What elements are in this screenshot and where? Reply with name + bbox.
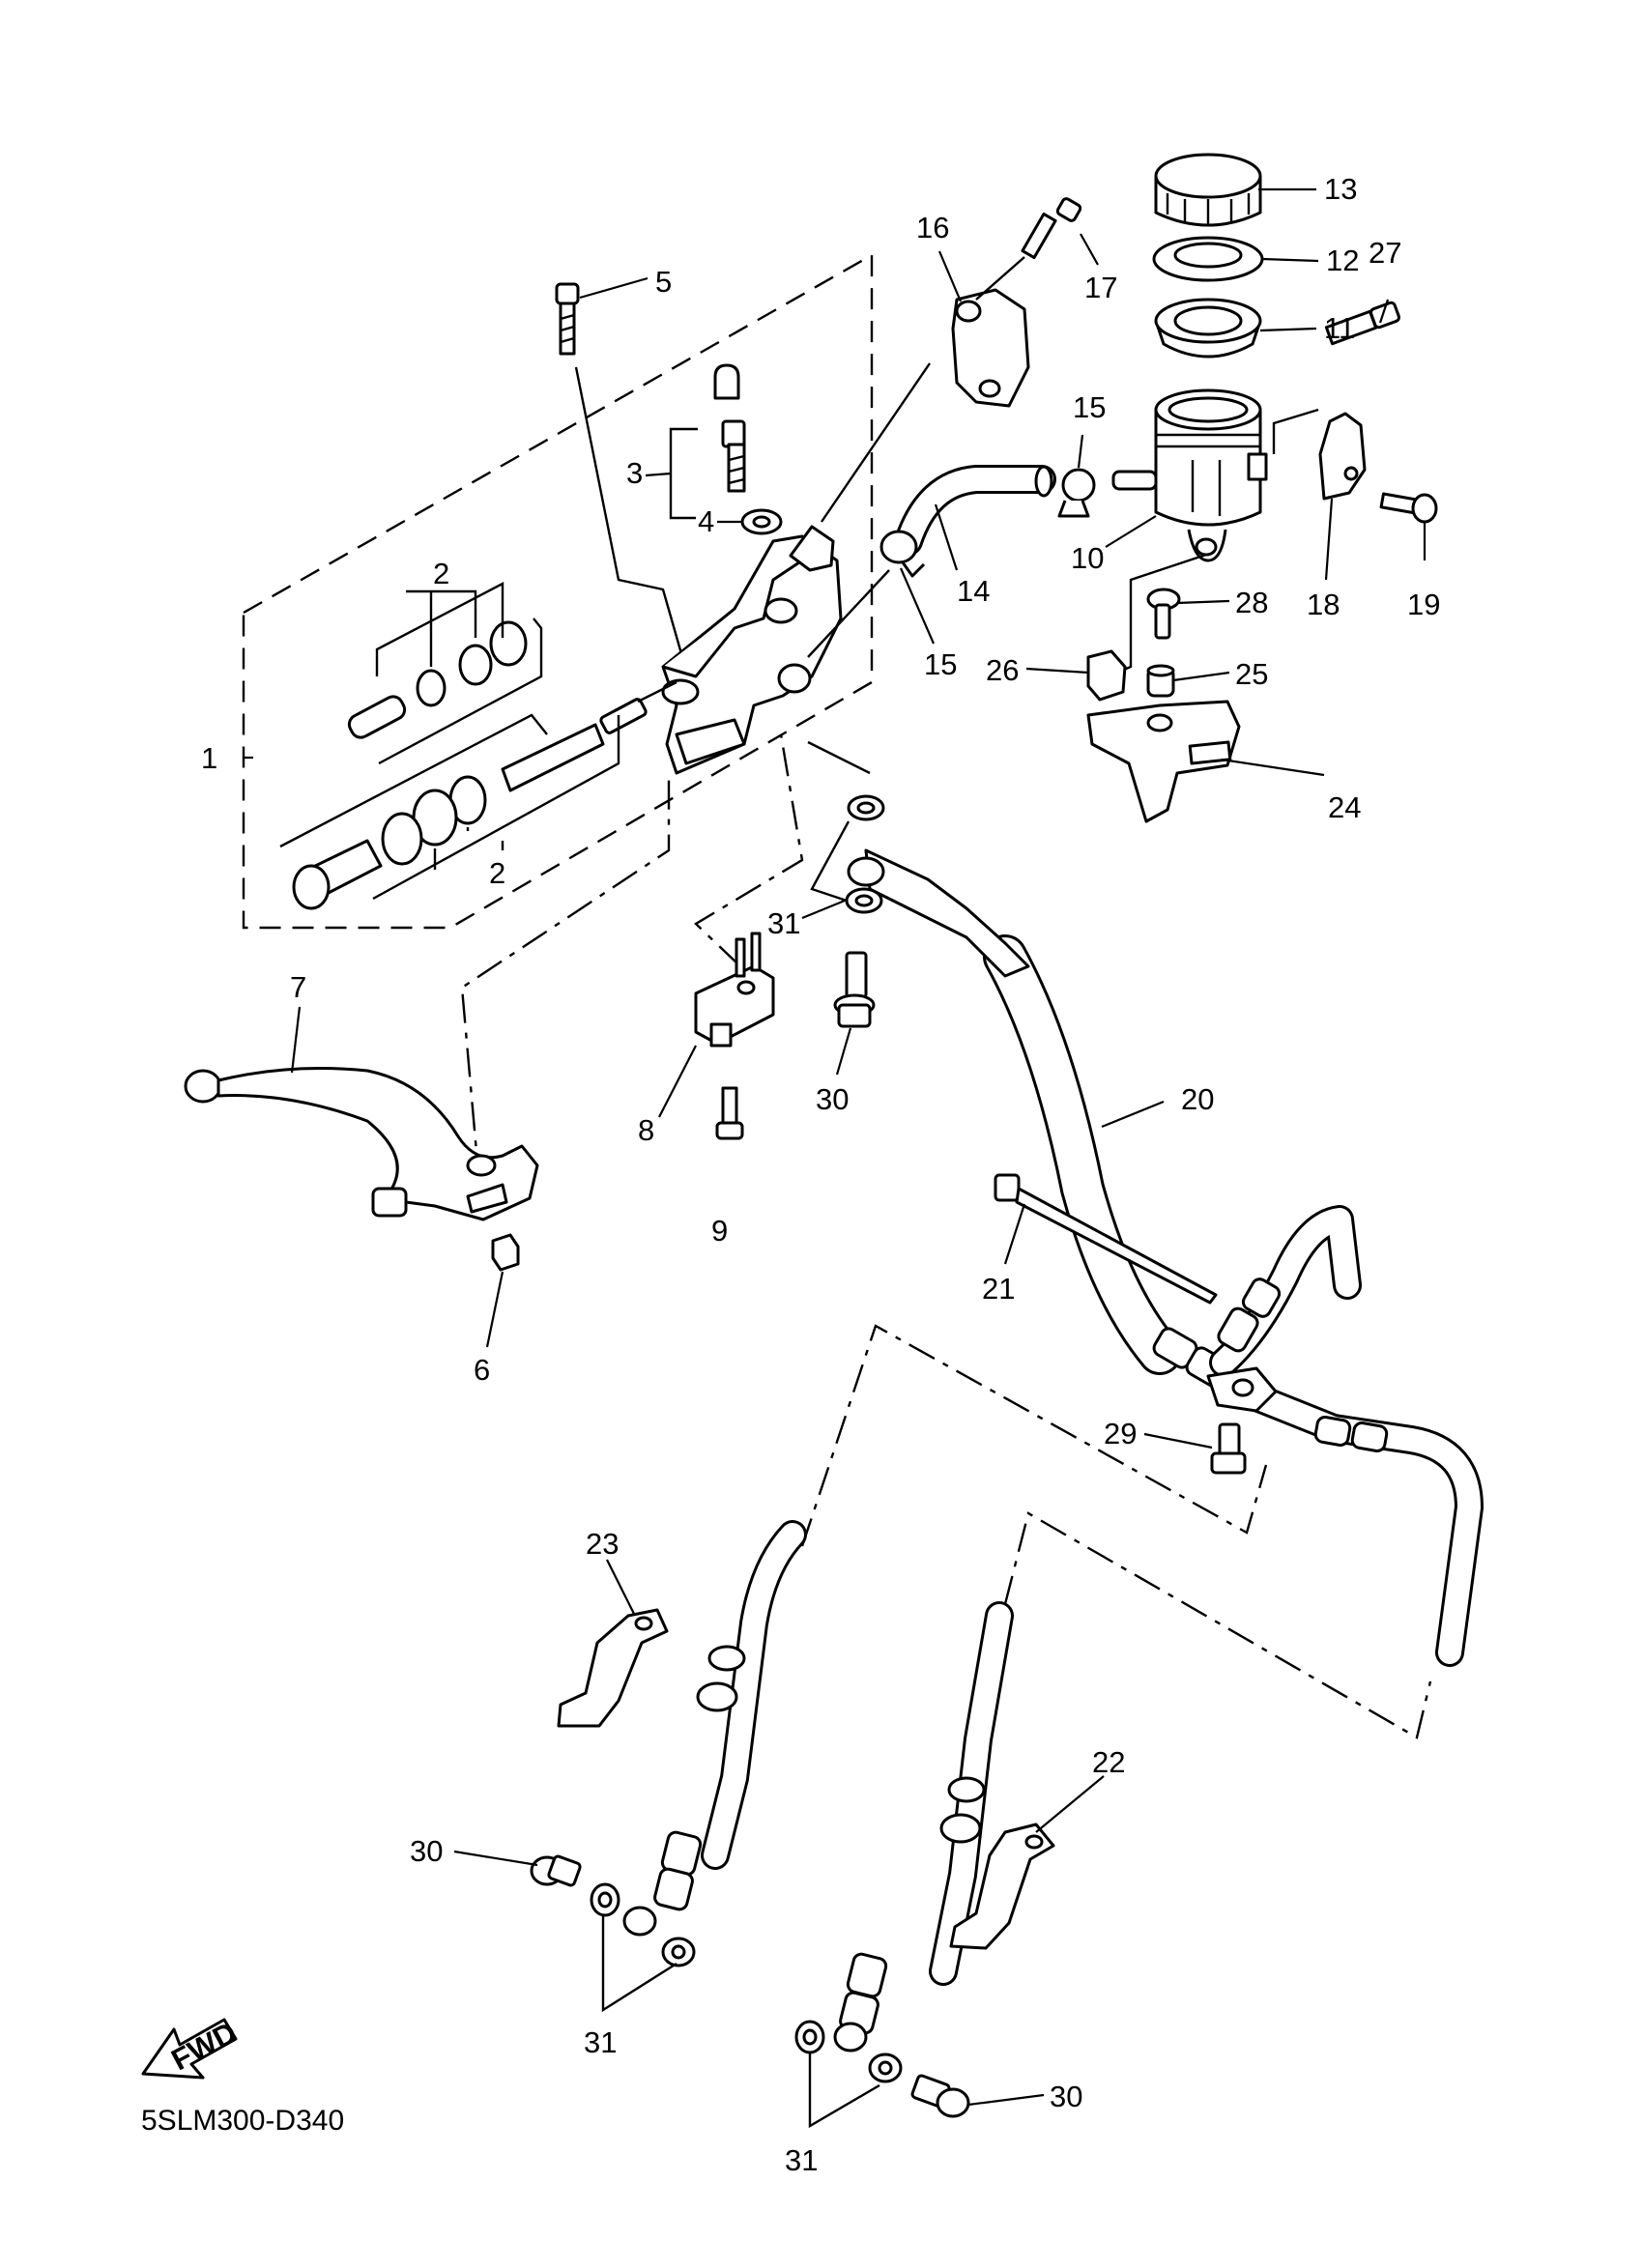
part-8-brake-switch [694,932,775,1048]
callout-31-upper: 31 [767,906,800,940]
callout-30-upper: 30 [816,1082,849,1116]
master-cylinder-body [661,525,843,775]
part-3-bleeder-valve [669,363,746,520]
callout-28: 28 [1235,586,1268,619]
part-26-clip [1086,649,1127,702]
callout-7: 7 [290,970,306,1004]
callout-31-left: 31 [584,2025,617,2059]
callout-8: 8 [638,1113,654,1147]
part-4-washer [740,508,783,535]
part-17-bolt [975,197,1082,301]
callout-30-right: 30 [1050,2080,1082,2113]
part-2-piston-assembly [279,680,677,910]
link-line-right [1003,1511,1432,1739]
callout-20: 20 [1181,1082,1214,1116]
part-6-nut [491,1233,520,1272]
part-5-bolt [555,282,580,356]
part-30-union-bolt-right [910,2074,970,2118]
brake-hose-left-lower [622,1520,807,1937]
part-12-plate [1152,236,1264,282]
part-14-reservoir-hose [894,465,1056,556]
master-cylinder-kit-boundary [242,252,874,930]
callout-17: 17 [1084,271,1117,304]
part-15-clamp-lower [879,530,926,578]
callout-22: 22 [1092,1745,1125,1779]
brake-hose-branch-upper [1209,1205,1362,1377]
hose-joint-bracket [1206,1366,1278,1413]
drawing-code: 5SLM300-D340 [141,2105,344,2137]
part-31-washer-upper-b [845,887,883,914]
callout-14: 14 [957,574,990,608]
part-31-washer-left-b [661,1937,696,1967]
callout-19: 19 [1407,588,1440,621]
part-2-seals-upper [347,582,543,765]
part-9-screw [715,1086,744,1140]
part-10-reservoir-tank [1111,388,1268,562]
callout-4: 4 [698,504,714,538]
part-19-bolt [1379,492,1438,524]
link-line-switch [694,733,804,967]
part-22-hose-clamp [949,1823,1055,1950]
callout-11: 11 [1324,311,1355,345]
callout-9: 9 [711,1214,728,1248]
part-31-washer-right-b [868,2053,903,2083]
part-16-holder [821,288,1030,523]
callout-2-lower: 2 [489,856,505,890]
part-30-union-bolt-upper [833,951,876,1028]
callout-27: 27 [1369,236,1401,270]
callout-12: 12 [1326,244,1359,277]
part-20-brake-hose [847,848,1231,1389]
brake-hose-branch-right [1242,1383,1484,1667]
callout-26: 26 [986,653,1019,687]
part-13-reservoir-cap [1154,153,1262,227]
callout-13: 13 [1324,172,1357,206]
part-7-brake-lever [184,1067,539,1221]
part-28-screw [1146,588,1181,640]
callout-24: 24 [1328,790,1361,824]
callout-2-upper: 2 [433,557,449,590]
callout-29: 29 [1104,1417,1137,1450]
part-31-washer-left-a [590,1882,620,1917]
callout-21: 21 [982,1272,1015,1306]
callout-31-right: 31 [785,2143,818,2177]
part-15-clamp-upper [1057,468,1096,518]
callout-25: 25 [1235,657,1268,691]
part-25-collar [1146,664,1175,698]
part-18-bracket [1318,412,1367,501]
fwd-badge: FWD [166,2015,243,2077]
part-27-bolt [1324,301,1401,346]
part-21-cable-tie [994,1173,1218,1305]
part-29-bolt [1210,1422,1247,1475]
part-23-hose-clamp [557,1608,669,1728]
part-31-washer-right-a [794,2020,825,2054]
callout-16: 16 [916,211,949,244]
part-31-washer-upper-a [847,794,885,821]
callout-15-lower: 15 [924,647,957,681]
callout-18: 18 [1307,588,1340,621]
part-30-union-bolt-left [530,1854,582,1887]
callout-1: 1 [201,741,217,775]
fwd-arrow-icon: FWD [141,2015,243,2080]
callout-15-upper: 15 [1073,390,1106,424]
callout-3: 3 [626,456,643,490]
brake-hose-right-lower [833,1601,1014,2053]
callout-10: 10 [1071,541,1104,575]
callout-23: 23 [586,1527,619,1561]
callout-6: 6 [474,1353,490,1387]
part-24-bracket [1086,700,1241,823]
link-line-left [800,1324,1268,1547]
callout-5: 5 [655,265,672,299]
part-11-diaphragm [1154,298,1262,359]
callout-30-left: 30 [410,1834,443,1868]
